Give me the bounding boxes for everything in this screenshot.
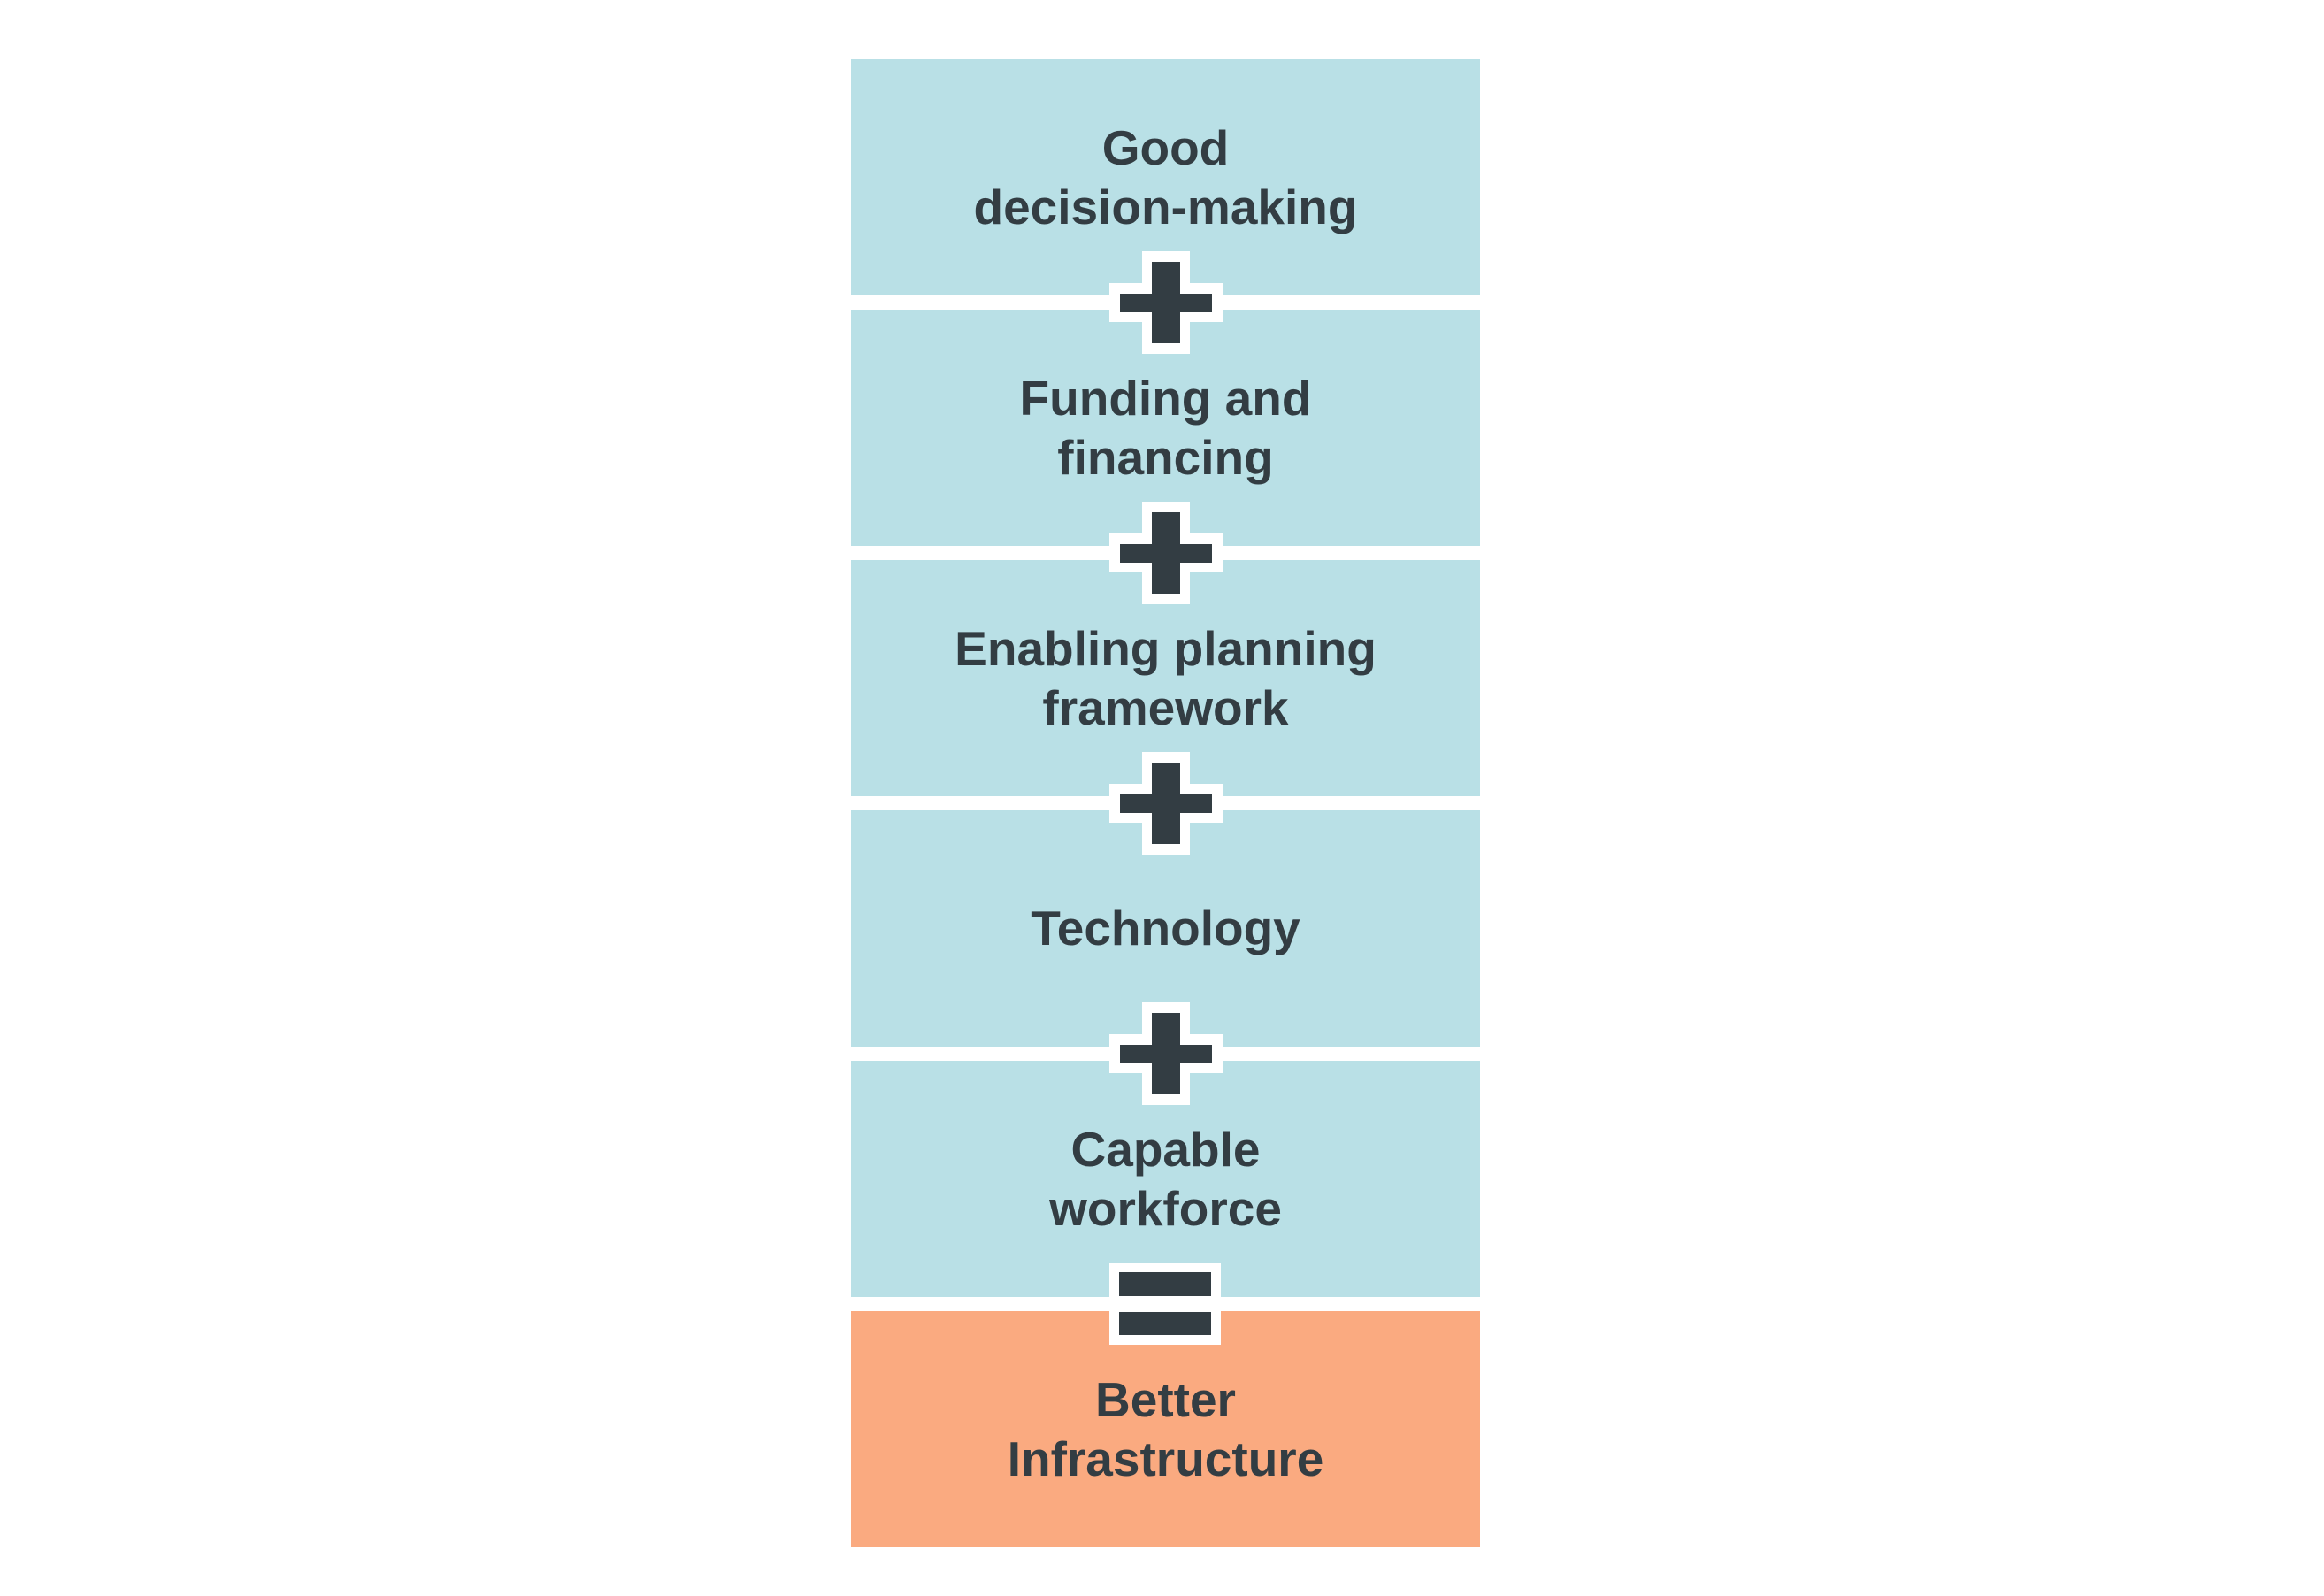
equals-icon: [1109, 1263, 1223, 1345]
box-label-line: Technology: [1031, 901, 1300, 955]
plus-icon: [1109, 752, 1223, 855]
plus-icon: [1109, 251, 1223, 354]
box-label-line: Capable: [1070, 1121, 1261, 1177]
factor-box-funding-and-financing: Funding and financing: [851, 310, 1480, 546]
result-box-better-infrastructure: Better Infrastructure: [851, 1311, 1480, 1547]
box-label-line: Better: [1095, 1371, 1236, 1427]
box-label-line: framework: [1042, 679, 1289, 735]
box-label-line: Infrastructure: [1007, 1431, 1324, 1486]
box-label-line: Enabling planning: [955, 620, 1377, 676]
box-label-line: financing: [1057, 429, 1274, 485]
box-label-line: decision-making: [973, 179, 1358, 234]
plus-icon: [1109, 1002, 1223, 1105]
box-label-line: Funding and: [1019, 370, 1312, 426]
box-label-line: workforce: [1049, 1180, 1282, 1236]
plus-icon: [1109, 502, 1223, 604]
box-label-line: Good: [1101, 119, 1230, 175]
